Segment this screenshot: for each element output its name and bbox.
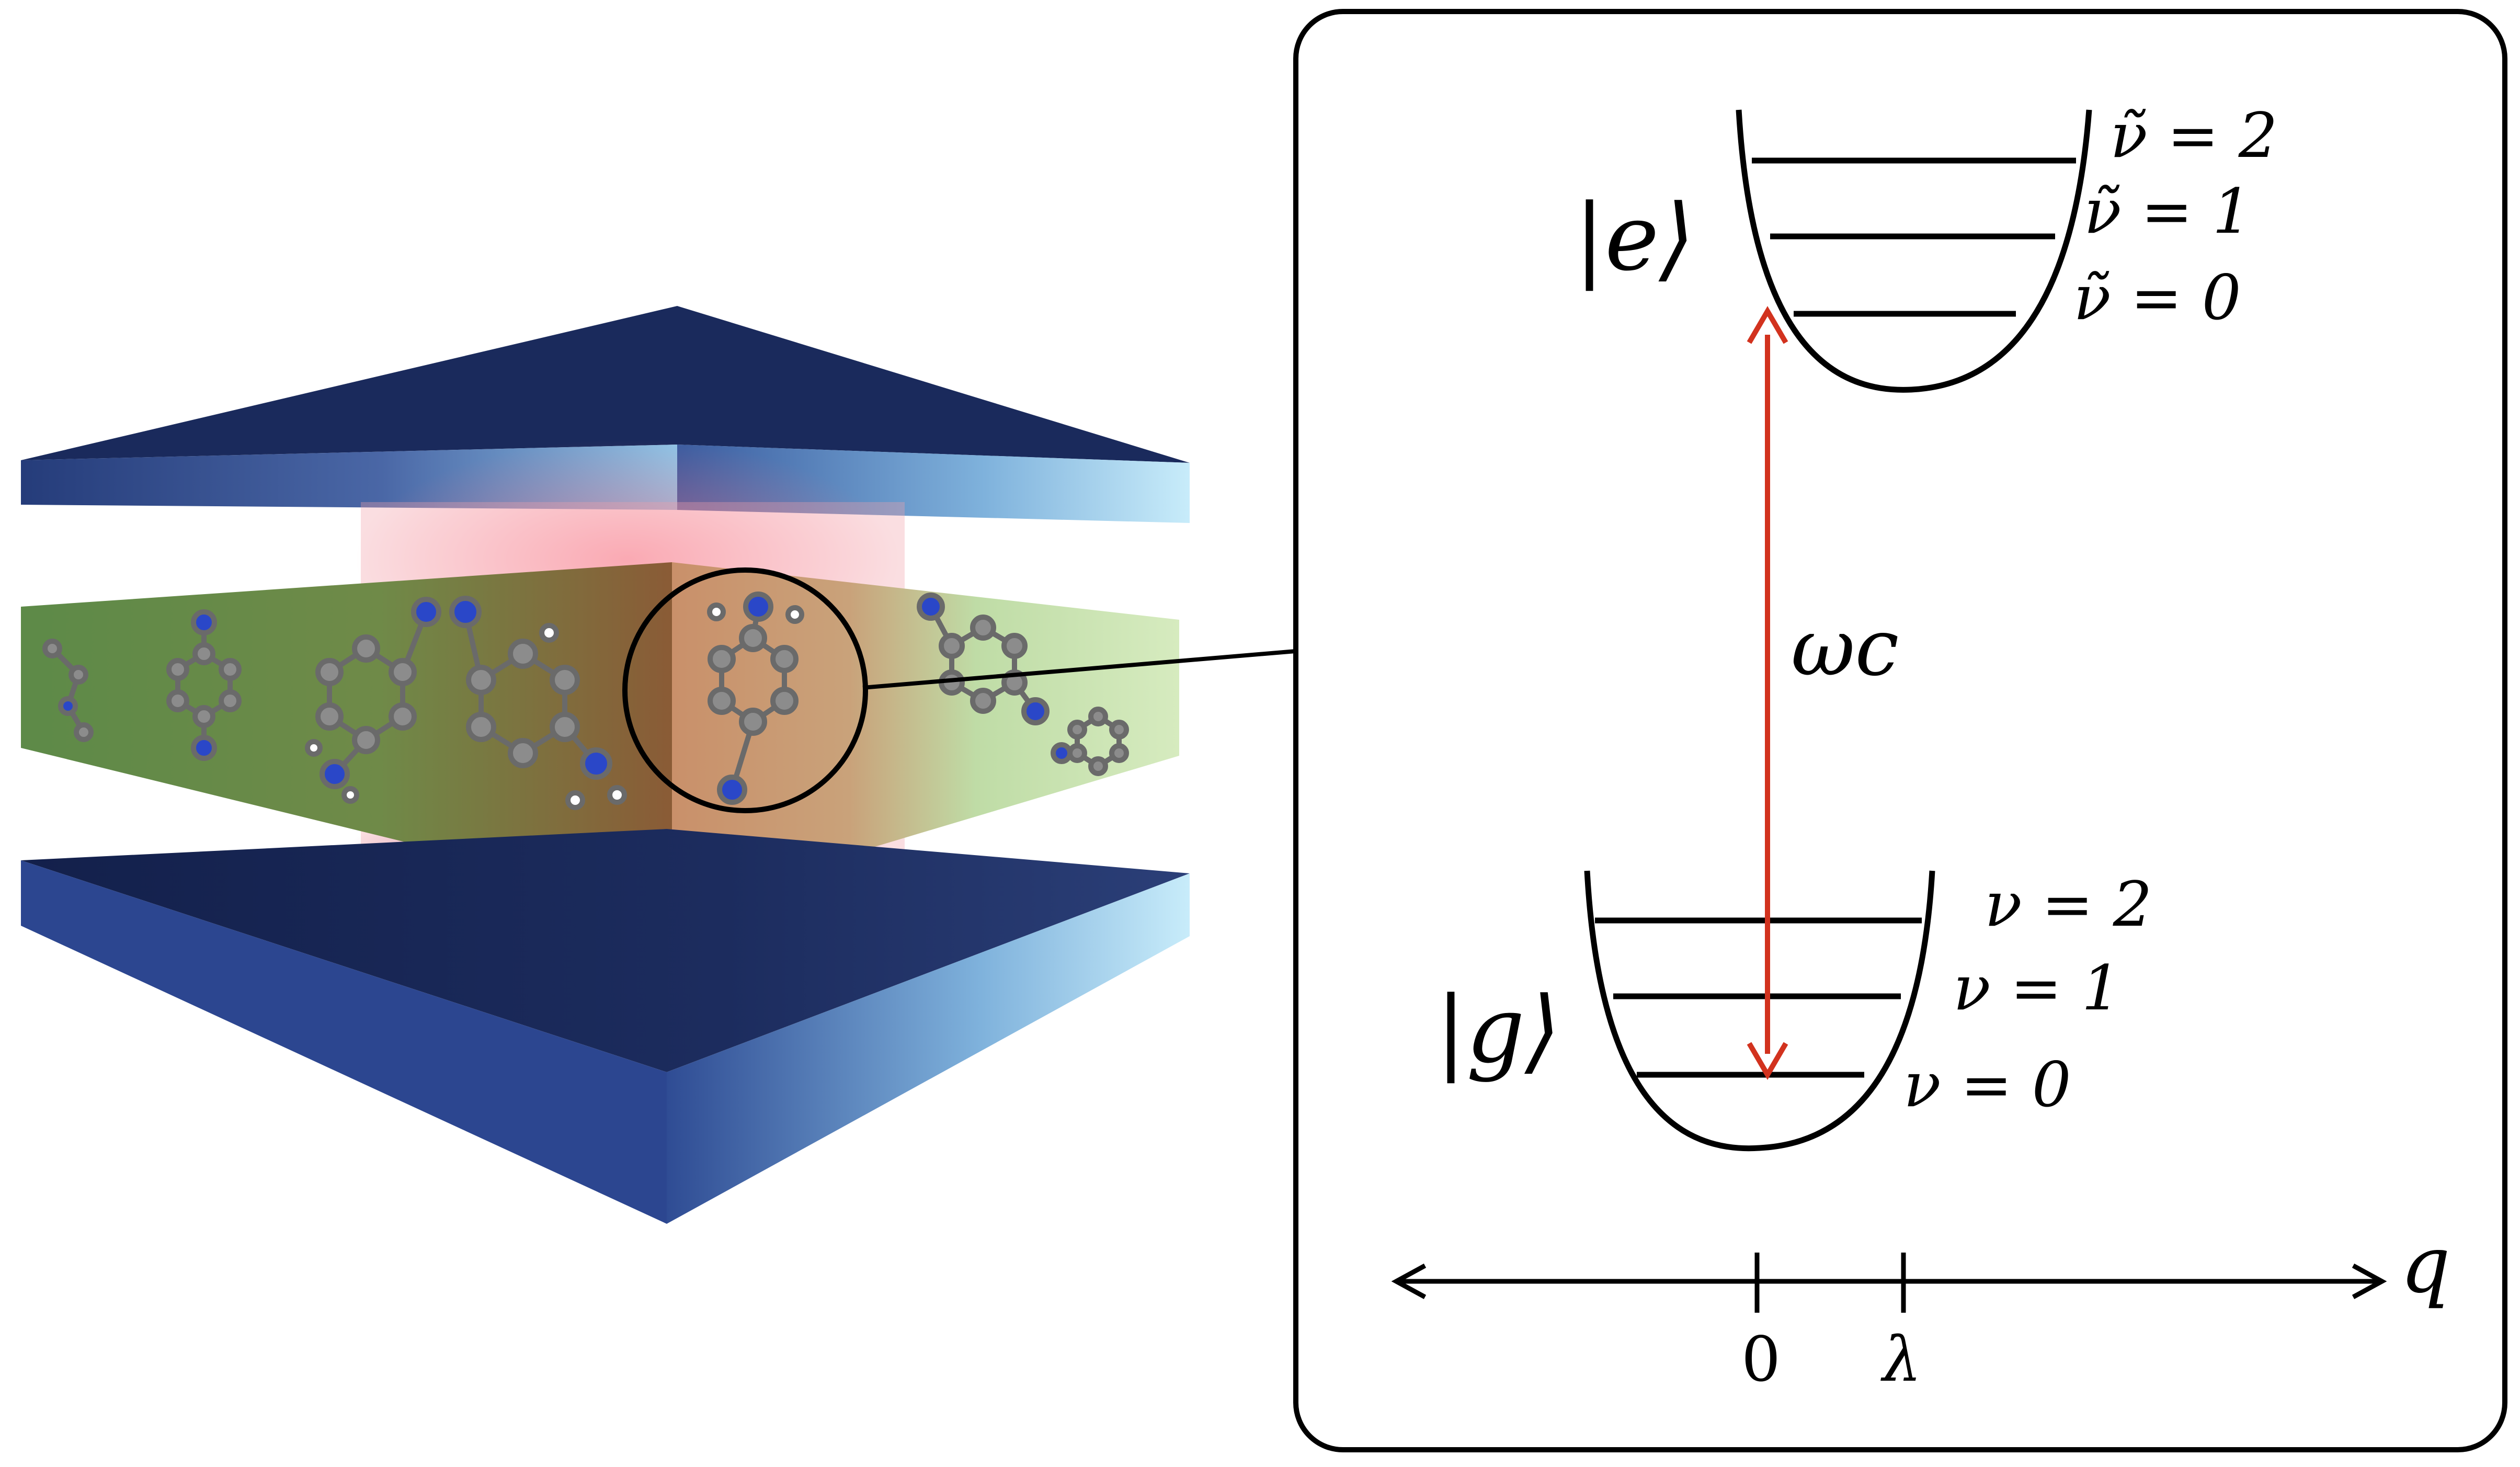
molecule [1051, 707, 1129, 776]
ground-level-1-label: ν = 1 [1953, 952, 2121, 1024]
molecule [917, 593, 1050, 725]
energy-diagram: |e⟩ |g⟩ ν̃ = 2 ν̃ = 1 ν̃ = 0 ν = 2 ν = 1… [1293, 9, 2507, 1452]
molecule [166, 609, 242, 761]
transition-arrow-head-bottom [1747, 1042, 1788, 1080]
excited-level-2-label: ν̃ = 2 [2110, 99, 2278, 172]
axis-tick-label-zero: 0 [1741, 1323, 1781, 1395]
molecule [305, 597, 441, 804]
axis-label: q [2400, 1220, 2450, 1311]
ground-state-label: |g⟩ [1435, 977, 1560, 1084]
molecule [42, 639, 94, 742]
transition-arrow [1747, 306, 1788, 1080]
molecule [707, 592, 804, 805]
axis-arrow-right [2352, 1264, 2387, 1299]
excited-state-parabola [1736, 109, 2092, 393]
ground-level-2-label: ν = 2 [1985, 868, 2152, 940]
magnifier-circle [622, 567, 868, 813]
excited-state-label: |e⟩ [1574, 185, 1695, 291]
magnifier-leader-line [862, 649, 1296, 690]
ground-state-parabola [1584, 870, 1935, 1152]
bottom-mirror-top-face [21, 829, 1190, 1072]
excited-level-1-label: ν̃ = 1 [2084, 175, 2252, 247]
molecules [42, 592, 1129, 810]
cavity-illustration [21, 306, 1296, 1224]
axis-arrow-left [1391, 1264, 1427, 1299]
transition-label: ωc [1791, 602, 1899, 693]
molecule-layer-right-face [672, 562, 1179, 907]
excited-state-potential [1736, 109, 2092, 393]
bottom-mirror-right-face [667, 873, 1190, 1224]
diagram-frame [1293, 9, 2507, 1452]
ground-state-potential [1584, 870, 1935, 1152]
top-mirror-top-face [21, 306, 1190, 463]
bottom-mirror [21, 829, 1190, 1224]
excited-level-0-label: ν̃ = 0 [2073, 261, 2241, 334]
transition-arrow-head-top [1747, 306, 1788, 344]
bottom-mirror-front-face [21, 860, 667, 1224]
ground-level-0-label: ν = 0 [1903, 1049, 2071, 1121]
axis-tick-label-lambda: λ [1880, 1323, 1922, 1395]
molecule [449, 596, 627, 810]
coordinate-axis [1391, 1253, 2387, 1313]
